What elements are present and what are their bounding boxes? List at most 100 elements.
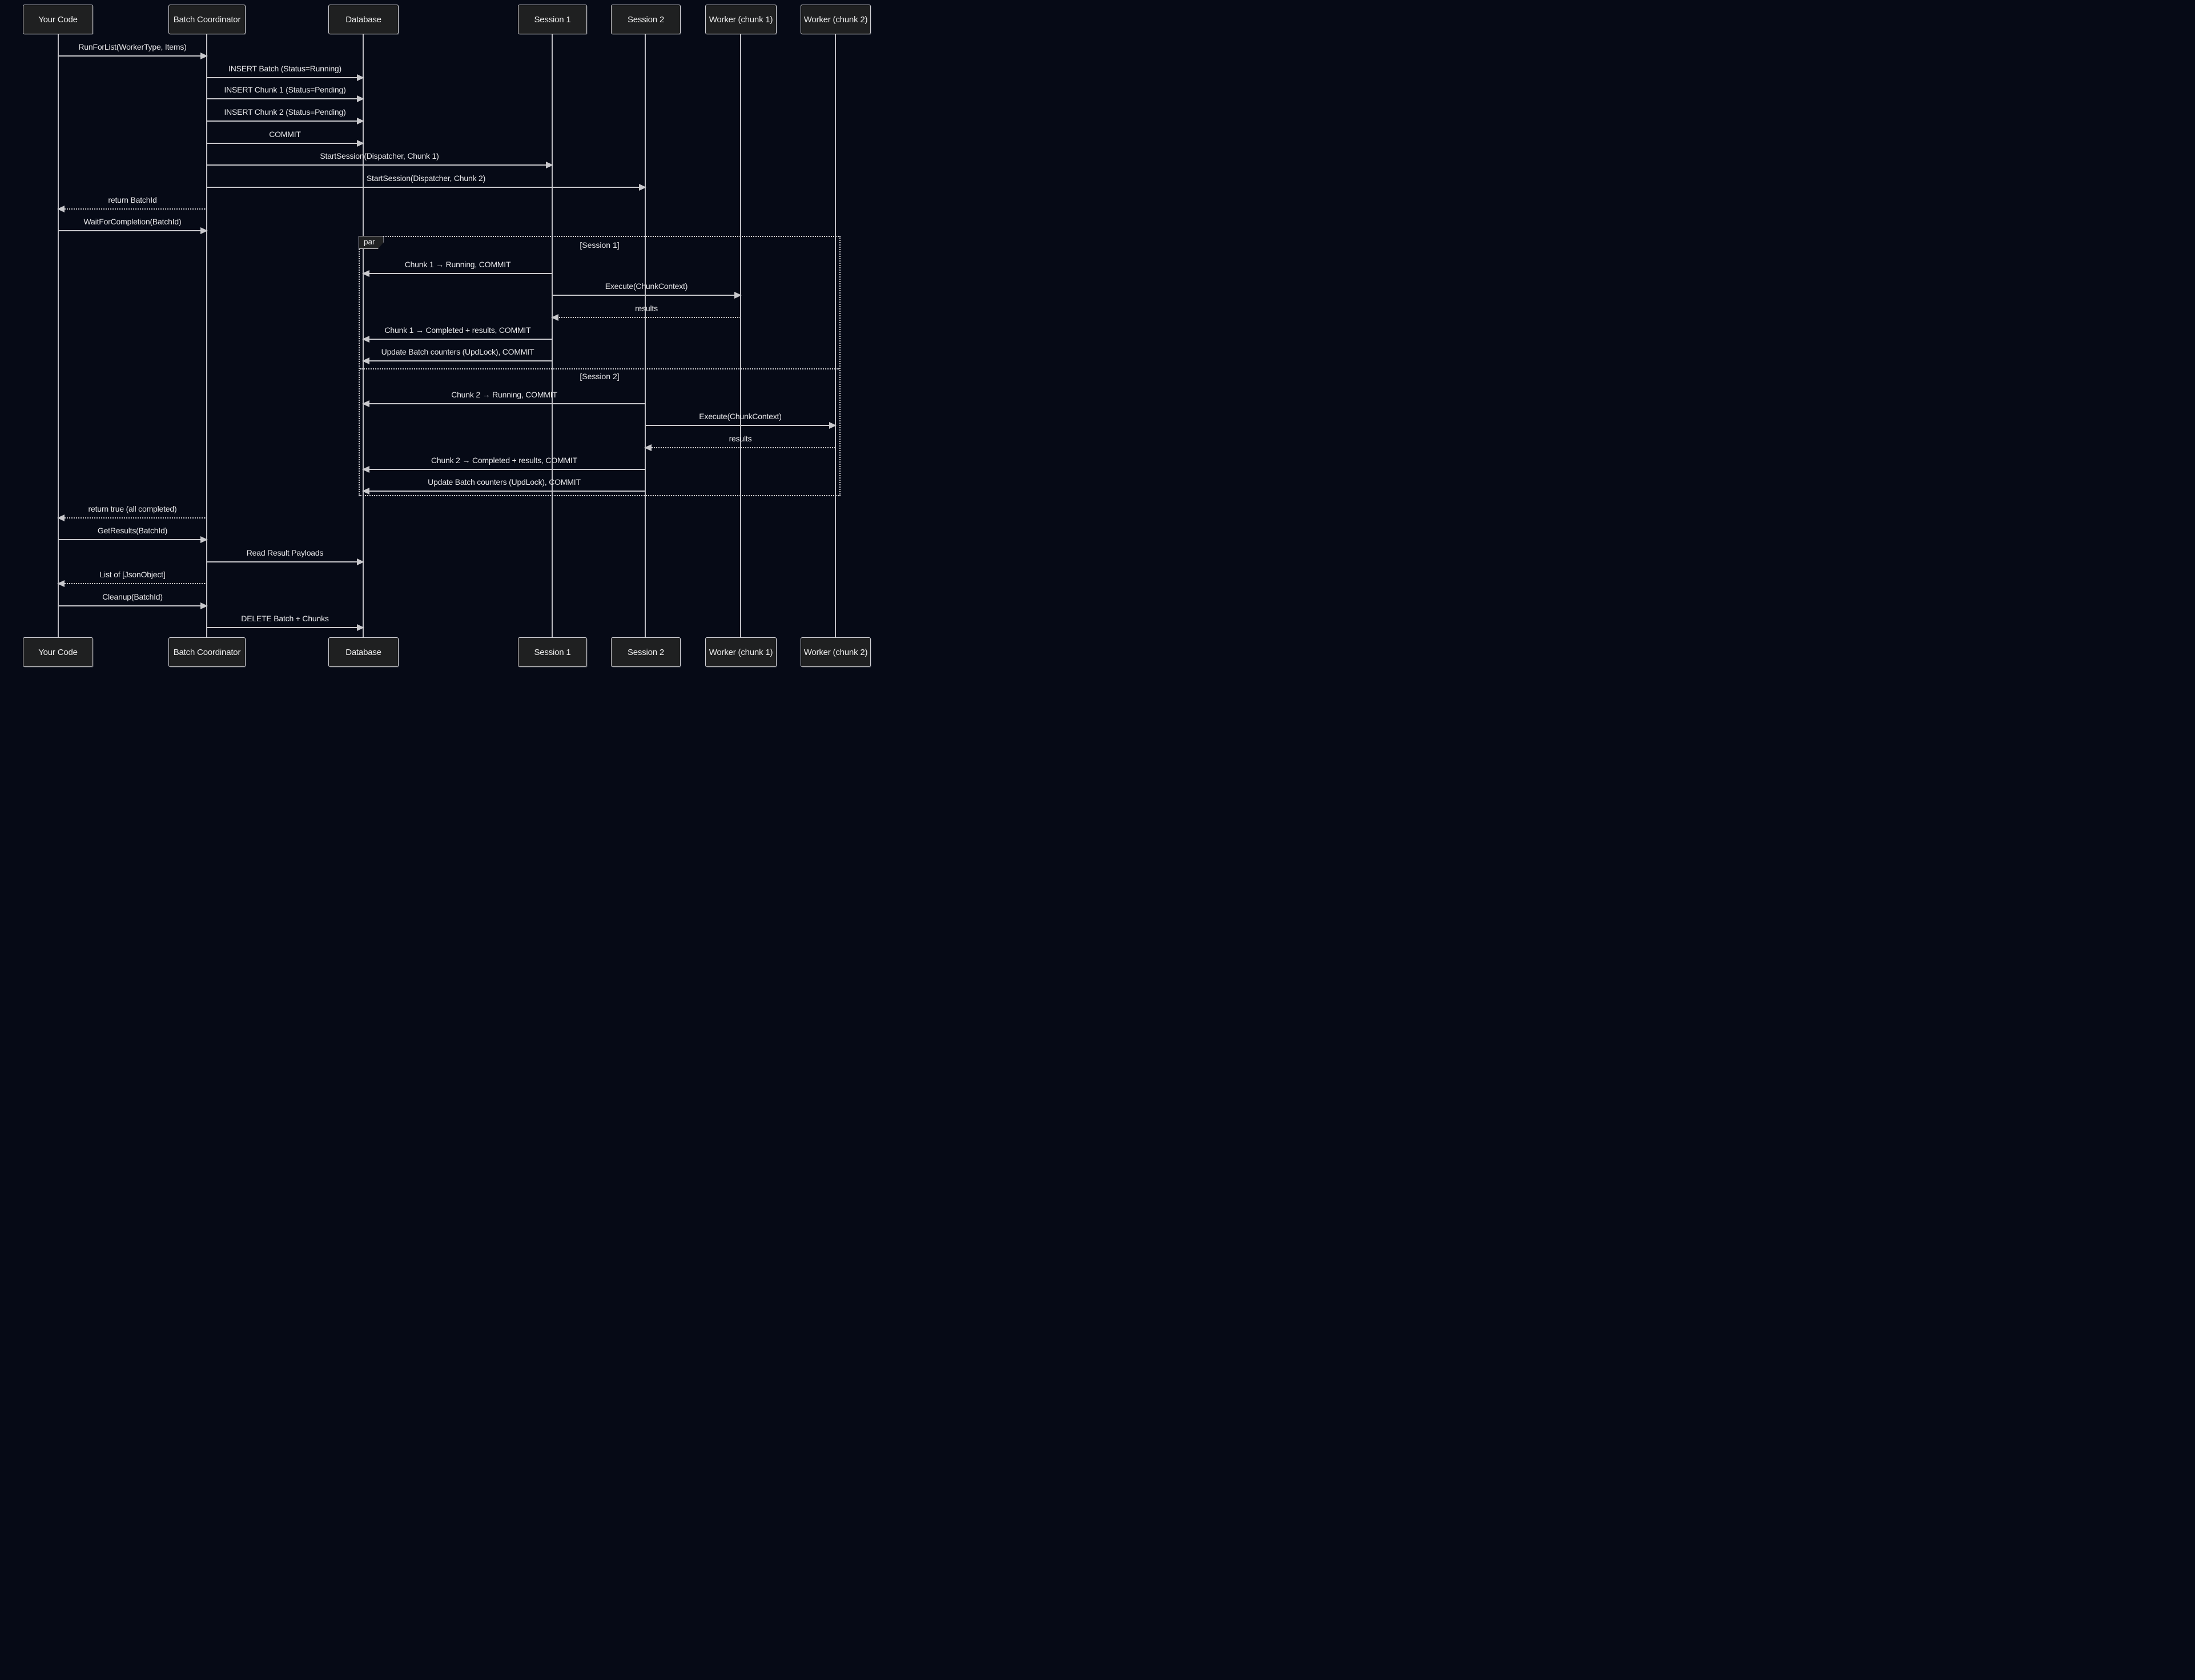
- sequence-diagram: par [Session 1] [Session 2] Your Code Ba…: [0, 0, 878, 672]
- message-label: Chunk 1 → Running, COMMIT: [404, 260, 511, 269]
- arrow-line: [58, 602, 208, 609]
- message-insert-chunk-1: INSERT Chunk 1 (Status=Pending): [207, 85, 364, 102]
- message-cleanup: Cleanup(BatchId): [58, 592, 208, 609]
- message-label: List of [JsonObject]: [99, 570, 166, 579]
- message-label: Update Batch counters (UpdLock), COMMIT: [428, 477, 581, 487]
- actor-label: Your Code: [38, 14, 78, 25]
- message-execute-chunk2: Execute(ChunkContext): [645, 411, 837, 429]
- arrow-line: [644, 444, 835, 451]
- message-label: INSERT Chunk 1 (Status=Pending): [224, 85, 346, 94]
- arrow-line: [551, 314, 741, 321]
- actor-batch-coordinator-top: Batch Coordinator: [168, 5, 246, 34]
- actor-worker-1-bottom: Worker (chunk 1): [705, 637, 777, 667]
- arrow-line: [57, 515, 207, 521]
- actor-label: Session 2: [627, 647, 665, 657]
- arrow-line: [362, 336, 552, 343]
- actor-label: Session 2: [627, 14, 665, 25]
- arrow-line: [207, 140, 364, 147]
- par-section-divider: [360, 368, 839, 369]
- message-label: RunForList(WorkerType, Items): [78, 42, 187, 51]
- lifeline-batch-coordinator: [206, 34, 207, 637]
- message-label: Update Batch counters (UpdLock), COMMIT: [381, 347, 534, 356]
- message-label: Chunk 2 → Running, COMMIT: [451, 390, 557, 399]
- message-label: GetResults(BatchId): [97, 526, 168, 535]
- lifeline-session-1: [552, 34, 553, 637]
- par-block-frame: par [Session 1] [Session 2]: [359, 236, 841, 496]
- arrow-line: [207, 184, 646, 191]
- actor-session-1-top: Session 1: [518, 5, 587, 34]
- actor-label: Worker (chunk 1): [709, 14, 773, 25]
- arrow-line: [362, 357, 552, 364]
- message-waitforcompletion: WaitForCompletion(BatchId): [58, 216, 208, 234]
- arrow-line: [362, 400, 645, 407]
- lifeline-your-code: [58, 34, 59, 637]
- arrow-line: [58, 227, 208, 234]
- message-return-batchid: return BatchId: [57, 195, 207, 212]
- message-getresults: GetResults(BatchId): [58, 525, 208, 543]
- actor-label: Your Code: [38, 647, 78, 657]
- message-label: StartSession(Dispatcher, Chunk 2): [366, 174, 486, 183]
- actor-batch-coordinator-bottom: Batch Coordinator: [168, 637, 246, 667]
- actor-database-top: Database: [328, 5, 399, 34]
- message-insert-batch: INSERT Batch (Status=Running): [207, 63, 364, 81]
- arrow-line: [207, 74, 364, 81]
- message-label: Execute(ChunkContext): [605, 282, 688, 291]
- arrow-line: [362, 270, 552, 277]
- arrow-line: [362, 488, 645, 495]
- actor-label: Batch Coordinator: [173, 14, 241, 25]
- message-label: Execute(ChunkContext): [699, 412, 782, 421]
- message-label: results: [635, 304, 658, 313]
- message-label: DELETE Batch + Chunks: [241, 614, 329, 623]
- actor-worker-2-bottom: Worker (chunk 2): [801, 637, 871, 667]
- message-delete-batch-chunks: DELETE Batch + Chunks: [207, 613, 364, 631]
- message-label: WaitForCompletion(BatchId): [83, 217, 182, 226]
- message-commit: COMMIT: [207, 129, 364, 147]
- arrow-line: [207, 162, 553, 168]
- arrow-line: [552, 292, 742, 299]
- actor-label: Worker (chunk 2): [803, 647, 868, 657]
- actor-your-code-top: Your Code: [23, 5, 93, 34]
- arrow-line: [58, 53, 208, 59]
- actor-session-2-bottom: Session 2: [611, 637, 681, 667]
- message-label: results: [729, 434, 752, 443]
- actor-label: Session 1: [534, 14, 571, 25]
- par-section-label-session-2: [Session 2]: [580, 372, 620, 381]
- actor-label: Session 1: [534, 647, 571, 657]
- message-chunk1-running: Chunk 1 → Running, COMMIT: [362, 259, 552, 277]
- message-label: Cleanup(BatchId): [102, 592, 163, 601]
- actor-database-bottom: Database: [328, 637, 399, 667]
- message-execute-chunk1: Execute(ChunkContext): [552, 281, 742, 299]
- arrow-line: [207, 624, 364, 631]
- lifeline-worker-2: [835, 34, 836, 637]
- message-chunk2-running: Chunk 2 → Running, COMMIT: [362, 389, 645, 407]
- actor-worker-2-top: Worker (chunk 2): [801, 5, 871, 34]
- par-section-label-session-1: [Session 1]: [580, 240, 620, 250]
- arrow-line: [58, 536, 208, 543]
- lifeline-worker-1: [740, 34, 741, 637]
- actor-your-code-bottom: Your Code: [23, 637, 93, 667]
- message-insert-chunk-2: INSERT Chunk 2 (Status=Pending): [207, 107, 364, 124]
- message-chunk1-completed: Chunk 1 → Completed + results, COMMIT: [362, 325, 552, 343]
- arrow-line: [57, 206, 207, 212]
- message-label: Chunk 1 → Completed + results, COMMIT: [384, 325, 531, 335]
- message-results-chunk2: results: [644, 433, 835, 451]
- message-update-counters-2: Update Batch counters (UpdLock), COMMIT: [362, 477, 645, 495]
- arrow-line: [207, 558, 364, 565]
- actor-label: Database: [345, 14, 381, 25]
- message-label: COMMIT: [269, 130, 301, 139]
- message-label: Read Result Payloads: [246, 548, 324, 557]
- arrow-line: [207, 95, 364, 102]
- actor-label: Database: [345, 647, 381, 657]
- message-startsession-chunk-1: StartSession(Dispatcher, Chunk 1): [207, 151, 553, 168]
- par-block-label: par: [359, 236, 384, 249]
- message-label: INSERT Chunk 2 (Status=Pending): [224, 107, 346, 116]
- message-chunk2-completed: Chunk 2 → Completed + results, COMMIT: [362, 455, 645, 473]
- lifeline-session-2: [645, 34, 646, 637]
- message-label: Chunk 2 → Completed + results, COMMIT: [431, 456, 577, 465]
- actor-worker-1-top: Worker (chunk 1): [705, 5, 777, 34]
- message-label: StartSession(Dispatcher, Chunk 1): [320, 151, 439, 160]
- arrow-line: [207, 118, 364, 124]
- message-read-result-payloads: Read Result Payloads: [207, 548, 364, 565]
- message-return-true: return true (all completed): [57, 504, 207, 521]
- message-label: return true (all completed): [88, 504, 177, 513]
